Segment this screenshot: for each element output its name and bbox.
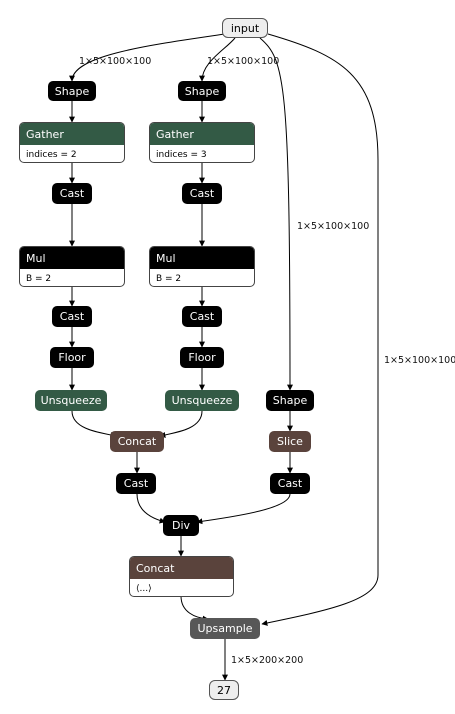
left-cast1-node[interactable]: Cast bbox=[52, 183, 92, 204]
edge-label-in-right: 1×5×100×100 bbox=[297, 221, 370, 232]
mid-mul-attr: B = 2 bbox=[156, 273, 182, 284]
cast-after-concat-node[interactable]: Cast bbox=[116, 473, 156, 494]
left-mul-title: Mul bbox=[20, 247, 124, 269]
left-mul-attr: B = 2 bbox=[26, 273, 52, 284]
edge-label-in-mid: 1×5×100×100 bbox=[207, 56, 280, 67]
concat2-attr: ⟨...⟩ bbox=[136, 583, 152, 594]
left-unsqueeze-node[interactable]: Unsqueeze bbox=[35, 390, 107, 411]
mid-shape-node[interactable]: Shape bbox=[178, 81, 226, 101]
mid-gather-node[interactable]: Gather indices = 3 bbox=[149, 122, 255, 163]
edge-input-upsample bbox=[261, 33, 379, 626]
edge-label-in-left: 1×5×100×100 bbox=[79, 56, 152, 67]
mid-mul-title: Mul bbox=[150, 247, 254, 269]
div-node[interactable]: Div bbox=[163, 515, 199, 536]
left-gather-attr: indices = 2 bbox=[26, 149, 77, 160]
concat1-node[interactable]: Concat bbox=[110, 431, 164, 452]
left-gather-title: Gather bbox=[20, 123, 124, 145]
concat2-node[interactable]: Concat ⟨...⟩ bbox=[129, 556, 234, 597]
edge-cast-div bbox=[136, 493, 166, 524]
left-gather-node[interactable]: Gather indices = 2 bbox=[19, 122, 125, 163]
edge-input-left-shape bbox=[69, 33, 226, 82]
edge-label-in-far: 1×5×100×100 bbox=[384, 355, 455, 366]
edge-right-cast-div bbox=[196, 493, 291, 525]
edge-mid-unsqueeze-concat bbox=[159, 410, 203, 438]
left-floor-node[interactable]: Floor bbox=[50, 347, 94, 368]
mid-cast1-node[interactable]: Cast bbox=[182, 183, 222, 204]
edge-input-right-shape bbox=[259, 37, 293, 391]
concat2-title: Concat bbox=[130, 557, 233, 579]
left-cast2-node[interactable]: Cast bbox=[52, 306, 92, 327]
input-node[interactable]: input bbox=[222, 18, 268, 38]
edge-concat2-upsample bbox=[180, 595, 209, 622]
edge-left-unsqueeze-concat bbox=[71, 410, 117, 438]
mid-floor-node[interactable]: Floor bbox=[180, 347, 224, 368]
mid-unsqueeze-node[interactable]: Unsqueeze bbox=[165, 390, 239, 411]
edge-label-out: 1×5×200×200 bbox=[231, 655, 304, 666]
right-shape-node[interactable]: Shape bbox=[266, 390, 314, 411]
left-mul-node[interactable]: Mul B = 2 bbox=[19, 246, 125, 287]
upsample-node[interactable]: Upsample bbox=[190, 618, 260, 639]
output-node[interactable]: 27 bbox=[209, 680, 239, 700]
mid-mul-node[interactable]: Mul B = 2 bbox=[149, 246, 255, 287]
right-slice-node[interactable]: Slice bbox=[269, 431, 311, 452]
mid-cast2-node[interactable]: Cast bbox=[182, 306, 222, 327]
mid-gather-title: Gather bbox=[150, 123, 254, 145]
edge-input-mid-shape bbox=[199, 37, 236, 82]
mid-gather-attr: indices = 3 bbox=[156, 149, 207, 160]
right-cast-node[interactable]: Cast bbox=[270, 473, 310, 494]
left-shape-node[interactable]: Shape bbox=[48, 81, 96, 101]
